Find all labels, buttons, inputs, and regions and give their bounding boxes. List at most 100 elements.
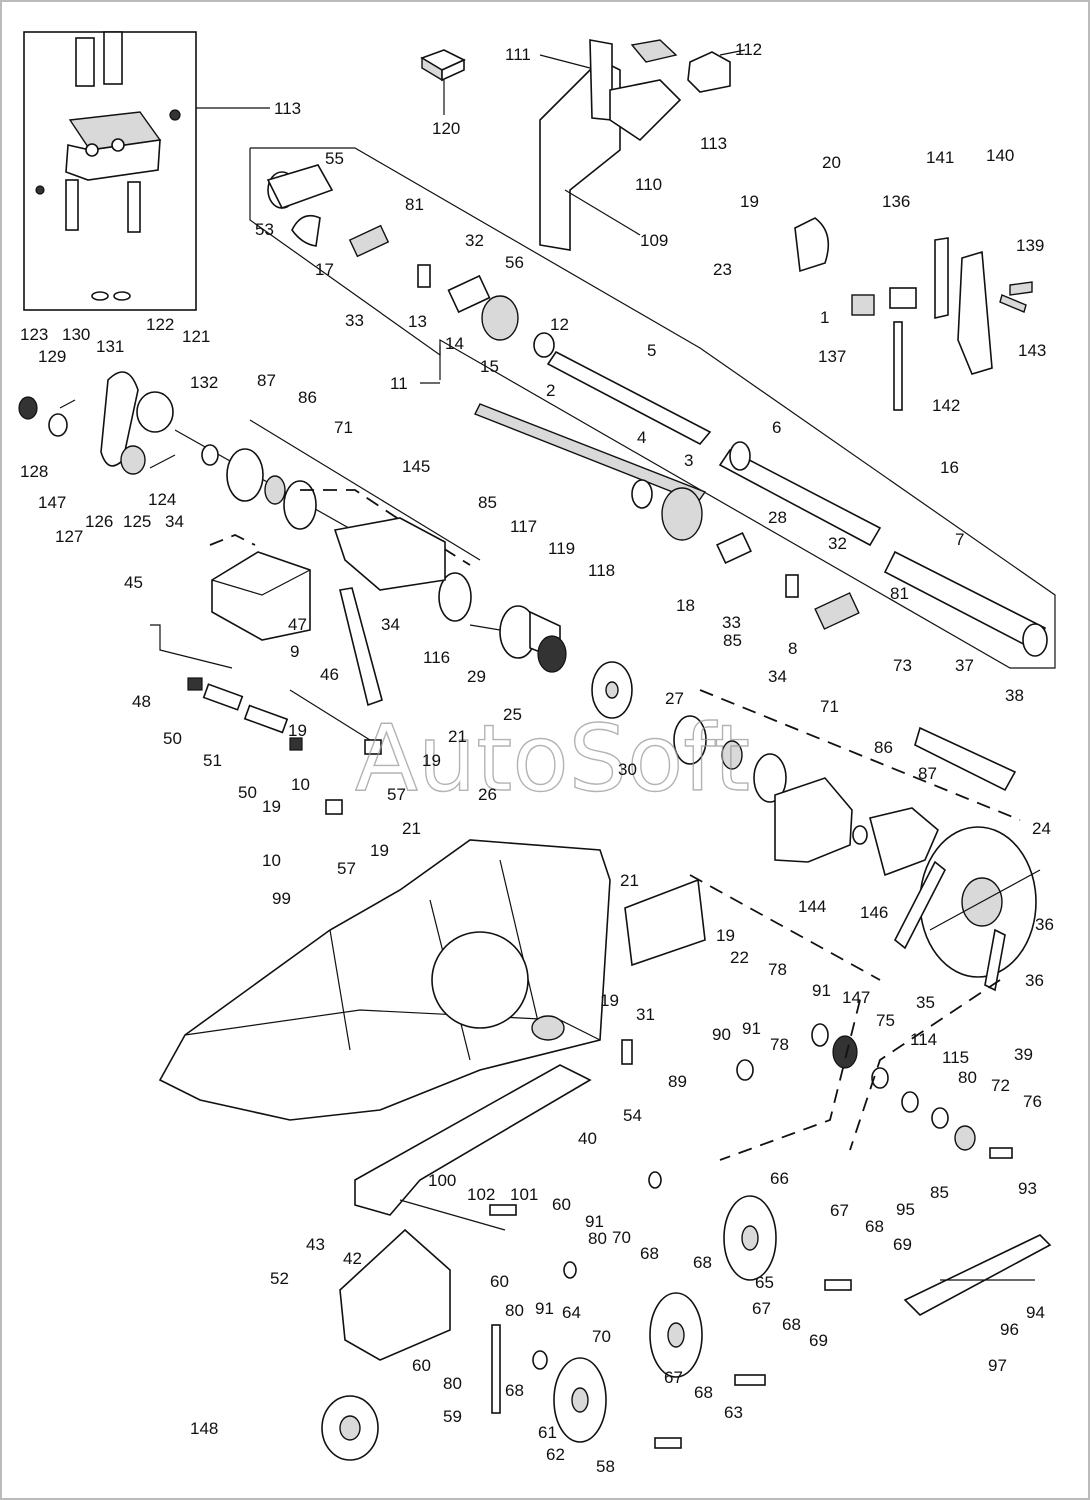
callout-5: 5	[647, 341, 656, 360]
callout-58: 58	[596, 1457, 615, 1476]
callout-34-left: 34	[165, 512, 184, 531]
callout-70-mid: 70	[592, 1327, 611, 1346]
callout-53: 53	[255, 220, 274, 239]
callout-94: 94	[1026, 1303, 1045, 1322]
callout-25: 25	[503, 705, 522, 724]
callout-137: 137	[818, 347, 846, 366]
callout-144: 144	[798, 897, 826, 916]
callout-26: 26	[478, 785, 497, 804]
callout-67-low: 67	[664, 1368, 683, 1387]
callout-86-top: 86	[298, 388, 317, 407]
callout-61: 61	[538, 1423, 557, 1442]
beam-40-guard-52	[339, 1064, 592, 1361]
callout-64: 64	[562, 1303, 581, 1322]
callout-48: 48	[132, 692, 151, 711]
callout-73: 73	[893, 656, 912, 675]
callout-89: 89	[668, 1072, 687, 1091]
callout-16: 16	[940, 458, 959, 477]
callout-1: 1	[820, 308, 829, 327]
callout-55: 55	[325, 149, 344, 168]
header-frame	[158, 839, 611, 1121]
callout-141: 141	[926, 148, 954, 167]
callout-10-low: 10	[262, 851, 281, 870]
callout-99: 99	[272, 889, 291, 908]
hydraulic-motor-148	[321, 1395, 379, 1461]
callout-60-mid: 60	[490, 1272, 509, 1291]
callout-123: 123	[20, 325, 48, 344]
callout-68-lower: 68	[782, 1315, 801, 1334]
callout-19-right: 19	[716, 926, 735, 945]
large-pulley	[893, 826, 1041, 992]
callout-117: 117	[510, 517, 537, 536]
callout-32-mid: 32	[828, 534, 847, 553]
idler-sprocket-group	[621, 1023, 1013, 1159]
callout-142: 142	[932, 396, 960, 415]
callout-19-top: 19	[740, 192, 759, 211]
callout-28: 28	[768, 508, 787, 527]
callout-50-mid: 50	[238, 783, 257, 802]
right-small-brackets	[794, 217, 1033, 411]
callout-labels: 113 120 111 112 113 110 109 55 81 53 32 …	[20, 40, 1054, 1476]
callout-40: 40	[578, 1129, 597, 1148]
callout-36-top: 36	[1035, 915, 1054, 934]
callout-143: 143	[1018, 341, 1046, 360]
callout-17: 17	[315, 260, 334, 279]
callout-21-low: 21	[402, 819, 421, 838]
callout-6: 6	[772, 418, 781, 437]
callout-130: 130	[62, 325, 90, 344]
callout-68-top: 68	[640, 1244, 659, 1263]
callout-15: 15	[480, 357, 499, 376]
callout-60-low: 60	[412, 1356, 431, 1375]
callout-30: 30	[618, 760, 637, 779]
callout-70-top: 70	[612, 1228, 631, 1247]
left-belt-drive	[18, 371, 176, 475]
callout-7: 7	[955, 530, 964, 549]
callout-85-mid: 85	[478, 493, 497, 512]
callout-86-right: 86	[874, 738, 893, 757]
callout-14: 14	[445, 334, 464, 353]
callout-87-top: 87	[257, 371, 276, 390]
callout-29: 29	[467, 667, 486, 686]
callout-80-low: 80	[443, 1374, 462, 1393]
callout-80-mid: 80	[588, 1229, 607, 1248]
callout-91-top: 91	[812, 981, 831, 1000]
callout-13: 13	[408, 312, 427, 331]
callout-18: 18	[676, 596, 695, 615]
callout-129: 129	[38, 347, 66, 366]
callout-146: 146	[860, 903, 888, 922]
callout-21-right: 21	[620, 871, 639, 890]
callout-59: 59	[443, 1407, 462, 1426]
callout-115: 115	[942, 1048, 969, 1067]
callout-52: 52	[270, 1269, 289, 1288]
callout-85-low: 85	[930, 1183, 949, 1202]
upper-shaft-parts	[266, 164, 1048, 657]
callout-39: 39	[1014, 1045, 1033, 1064]
top-brackets	[420, 39, 746, 251]
upper-shaft-assembly-outline	[249, 147, 1056, 669]
callout-69-mid: 69	[809, 1331, 828, 1350]
callout-87-right: 87	[918, 764, 937, 783]
callout-91-low: 91	[585, 1212, 604, 1231]
callout-97: 97	[988, 1356, 1007, 1375]
callout-34-mid: 34	[381, 615, 400, 634]
lower-pulleys	[489, 1171, 852, 1449]
callout-111: 111	[505, 45, 531, 64]
inset-hydraulic-block	[23, 31, 270, 311]
callout-100: 100	[428, 1171, 456, 1190]
callout-10-top: 10	[291, 775, 310, 794]
callout-68-low: 68	[505, 1381, 524, 1400]
callout-112: 112	[735, 40, 762, 59]
callout-132: 132	[190, 373, 218, 392]
callout-38: 38	[1005, 686, 1024, 705]
callout-46: 46	[320, 665, 339, 684]
callout-51: 51	[203, 751, 222, 770]
callout-62: 62	[546, 1445, 565, 1464]
callout-76: 76	[1023, 1092, 1042, 1111]
callout-45: 45	[124, 573, 143, 592]
callout-78-low: 78	[770, 1035, 789, 1054]
callout-85-right: 85	[723, 631, 742, 650]
callout-136: 136	[882, 192, 910, 211]
callout-3: 3	[684, 451, 693, 470]
middle-sprocket-group	[469, 605, 633, 719]
